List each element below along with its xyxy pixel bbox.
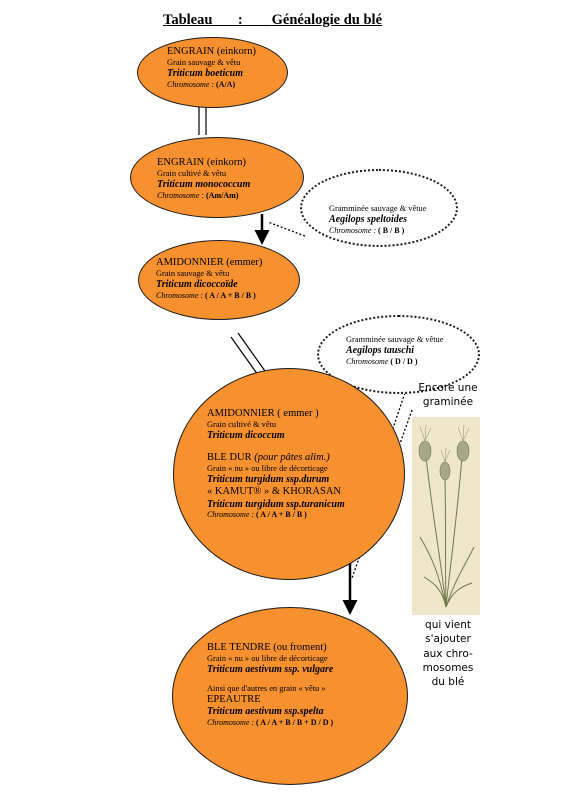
double-line-link-2 [230,332,266,376]
node-chromosome: Chromosome : (A/A) [167,80,236,90]
node-chromosome: Chromosome : ( A / A + B / B ) [207,510,307,520]
node-desc: Grain « nu » ou libre de décorticage [207,654,328,664]
node-species: Aegilops tauschi [346,344,415,356]
node-chromosome: Chromosome ( D / D ) [346,356,418,366]
node-chromosome: Chromosome : ( A / A + B / B ) [156,291,256,301]
double-line-link-1 [198,106,207,135]
side-note-bottom: qui vient s'ajouter aux chro- mosomes du… [422,619,474,689]
node-aegilops-speltoides [300,169,458,247]
node-engrain-sauvage [137,37,288,108]
node-species: Aegilops speltoides [329,213,408,225]
node-desc: Grain cultivé & vêtu [157,169,227,179]
node-chromosome: Chromosome : ( A / A + B / B + D / D ) [207,718,334,728]
page-title: Tableau : Généalogie du blé [163,12,383,28]
node-engrain-cultive [130,137,304,218]
side-note-top: Encore une graminée [418,382,478,409]
node-species: Triticum aestivum ssp. vulgare [207,664,334,676]
node-engrain-sauvage-text: ENGRAIN (einkorn) Grain sauvage & vêtu T… [167,46,256,90]
node-name: ENGRAIN (einkorn) [157,157,246,168]
node-desc-2: Grain « nu » ou libre de décorticage [207,464,328,474]
node-desc: Gramminée sauvage & vêtue [346,335,444,344]
node-desc: Grain sauvage & vêtu [156,269,230,279]
node-species-3: Triticum turgidum ssp.turanicum [207,498,345,510]
node-chromosome: Chromosome : ( B / B ) [329,225,405,235]
node-chromosome: Chromosome : (Am/Am) [157,191,239,201]
node-species: Triticum monococcum [157,179,251,191]
node-name: BLE TENDRE (ou froment) [207,642,327,653]
node-amidonnier-ble-dur-text: AMIDONNIER ( emmer ) Grain cultivé & vêt… [207,408,345,520]
node-species-2: Triticum aestivum ssp.spelta [207,706,324,718]
node-amidonnier-sauvage-text: AMIDONNIER (emmer) Grain sauvage & vêtu … [156,257,262,301]
node-note: Ainsi que d'autres en grain « vêtu » [207,684,326,694]
node-name: ENGRAIN (einkorn) [167,46,256,57]
node-name: AMIDONNIER (emmer) [156,257,263,268]
node-ble-tendre-text: BLE TENDRE (ou froment) Grain « nu » ou … [207,642,333,728]
node-aegilops-tauschi-text: Gramminée sauvage & vêtue Aegilops tausc… [346,335,443,366]
node-species: Triticum dicoccum [207,430,285,442]
node-species: Triticum boeticum [167,68,244,80]
node-name-2: EPEAUTRE [207,693,261,705]
grass-illustration [412,417,480,615]
node-name: AMIDONNIER ( emmer ) [207,408,319,419]
node-species-2: Triticum turgidum ssp.durum [207,474,330,486]
node-name-3: « KAMUT® » & KHORASAN [207,486,341,498]
node-ble-tendre [172,607,408,785]
grass-plant-icon [418,424,475,608]
node-engrain-cultive-text: ENGRAIN (einkorn) Grain cultivé & vêtu T… [157,157,250,201]
node-aegilops-speltoides-text: Gramminée sauvage & vêtue Aegilops spelt… [329,204,426,235]
node-desc: Grain sauvage & vêtu [167,58,241,68]
node-desc: Gramminée sauvage & vêtue [329,204,427,213]
node-species: Triticum dicoccoïde [156,279,238,291]
node-amidonnier-sauvage [138,240,300,320]
node-name-2: BLE DUR (pour pâtes alim.) [207,452,330,464]
node-desc: Grain cultivé & vêtu [207,420,277,430]
node-amidonnier-ble-dur [173,368,405,580]
dotted-link-speltoides [267,221,306,237]
